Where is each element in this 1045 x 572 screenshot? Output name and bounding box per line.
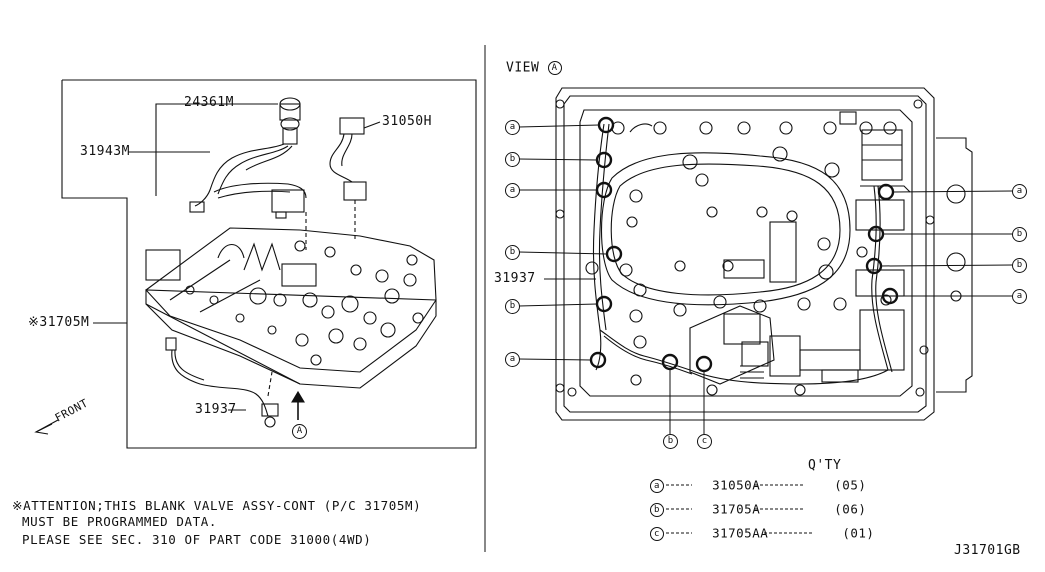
part-label-31937-view[interactable]: 31937 xyxy=(494,271,536,286)
legend-mark: a xyxy=(650,478,664,493)
callout-left-5: b xyxy=(505,299,520,314)
left-panel-frame xyxy=(61,79,477,449)
callout-right-1: a xyxy=(1012,184,1027,199)
legend-qty: (01) xyxy=(842,525,875,541)
wire-harness-31943m xyxy=(189,97,307,219)
callout-bottom-1: b xyxy=(663,434,678,449)
callout-left-2: b xyxy=(505,152,520,167)
view-a-drawing xyxy=(555,87,973,421)
part-label-31050h[interactable]: 31050H xyxy=(382,114,432,129)
callout-left-6: a xyxy=(505,352,520,367)
callout-left-3: a xyxy=(505,183,520,198)
legend-qty: (05) xyxy=(834,477,867,493)
view-ref-callout: A xyxy=(292,424,307,439)
callout-right-4: a xyxy=(1012,289,1027,304)
callout-right-3: b xyxy=(1012,258,1027,273)
view-label: VIEW xyxy=(506,60,540,76)
attention-note-line1: ※ATTENTION;THIS BLANK VALVE ASSY-CONT (P… xyxy=(12,498,422,513)
qty-header: Q'TY xyxy=(808,458,842,473)
callout-bottom-2: c xyxy=(697,434,712,449)
sensor-31937 xyxy=(165,337,279,428)
part-label-31943m[interactable]: 31943M xyxy=(80,144,130,159)
plug-rings xyxy=(589,116,899,373)
diagram-code: J31701GB xyxy=(954,543,1021,558)
valve-body-assembly xyxy=(145,227,437,389)
harness-31050h xyxy=(305,117,367,250)
view-letter: A xyxy=(547,61,562,75)
callout-leaders xyxy=(518,124,1013,434)
view-title: VIEW A xyxy=(506,61,562,76)
callout-right-2: b xyxy=(1012,227,1027,242)
callout-left-1: a xyxy=(505,120,520,135)
legend-row-c[interactable]: c 31705AA (01) xyxy=(650,526,874,541)
legend-mark: b xyxy=(650,502,664,517)
legend-mark: c xyxy=(650,526,664,541)
legend-qty: (06) xyxy=(834,501,867,517)
attention-note-line3: PLEASE SEE SEC. 310 OF PART CODE 31000(4… xyxy=(22,532,372,547)
legend-row-b[interactable]: b 31705A (06) xyxy=(650,502,866,517)
attention-note-line2: MUST BE PROGRAMMED DATA. xyxy=(22,514,218,529)
part-label-31705m[interactable]: ※31705M xyxy=(28,315,90,330)
legend-part: 31705AA xyxy=(712,525,769,541)
legend-row-a[interactable]: a 31050A (05) xyxy=(650,478,866,493)
callout-left-4: b xyxy=(505,245,520,260)
legend-part: 31705A xyxy=(712,501,761,517)
part-label-24361m[interactable]: 24361M xyxy=(184,95,234,110)
legend-part: 31050A xyxy=(712,477,761,493)
part-label-31937[interactable]: 31937 xyxy=(195,402,237,417)
